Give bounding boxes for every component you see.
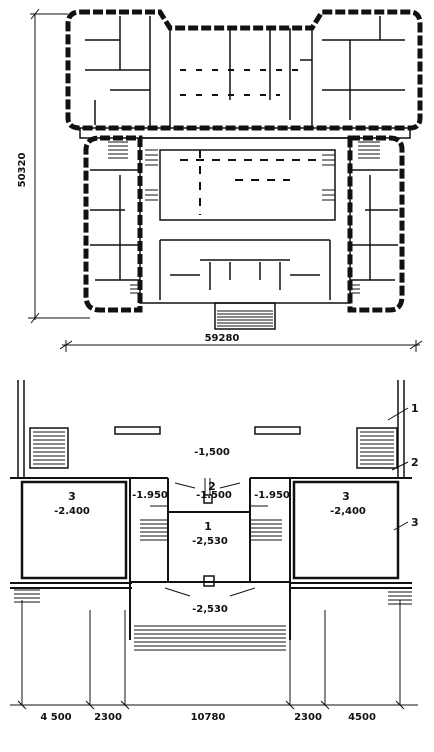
level-hall: -1,500 bbox=[194, 447, 230, 458]
dim-width-label: 59280 bbox=[205, 333, 240, 344]
room-number-center-small: 2 bbox=[208, 480, 216, 493]
main-wall-line bbox=[10, 477, 412, 589]
level-entrance: -2,530 bbox=[192, 604, 228, 615]
left-room bbox=[20, 480, 128, 580]
outer-right-stair-bottom bbox=[388, 587, 412, 605]
central-auditorium bbox=[159, 149, 336, 221]
entrance-steps bbox=[217, 310, 273, 327]
upper-dashed-lines bbox=[180, 69, 300, 96]
dim-line-horizontal bbox=[59, 340, 423, 352]
upper-block-walls bbox=[85, 16, 405, 128]
lower-right-wing-outline bbox=[347, 135, 405, 313]
left-stair-top bbox=[29, 427, 69, 469]
dim-height-label: 50320 bbox=[17, 153, 28, 188]
right-stair-treads bbox=[360, 431, 394, 465]
outer-left-stair-bottom bbox=[14, 589, 40, 603]
wing-walls bbox=[90, 169, 398, 281]
callout-2: 2 bbox=[411, 456, 419, 469]
callout-3: 3 bbox=[411, 516, 419, 529]
left-stair-treads bbox=[33, 431, 65, 465]
level-center-small: -1.500 bbox=[196, 490, 232, 501]
center-left-stair bbox=[140, 505, 168, 541]
bottom-dim-line bbox=[10, 700, 418, 710]
right-window bbox=[254, 426, 301, 435]
right-room bbox=[292, 480, 400, 580]
callout-1: 1 bbox=[411, 402, 419, 415]
entrance-walls bbox=[129, 540, 291, 640]
dim-line-vertical bbox=[28, 8, 90, 324]
outer-walls-top bbox=[17, 380, 405, 478]
level-left-room: -2.400 bbox=[54, 506, 90, 517]
right-stair-top bbox=[356, 427, 398, 469]
room-number-left: 3 bbox=[68, 490, 76, 503]
center-right-stair bbox=[250, 505, 282, 541]
left-window bbox=[114, 426, 161, 435]
bottom-dim-1: 4 500 bbox=[40, 712, 71, 723]
room-number-center: 1 bbox=[204, 520, 212, 533]
entrance-porch bbox=[214, 302, 276, 330]
bottom-dim-2: 2300 bbox=[94, 712, 122, 723]
room-number-right: 3 bbox=[342, 490, 350, 503]
callout-leaders bbox=[387, 407, 409, 531]
foyer-pillar bbox=[203, 494, 213, 504]
bottom-dim-5: 4500 bbox=[348, 712, 376, 723]
bottom-dim-ticks bbox=[21, 600, 401, 705]
bottom-dim-4: 2300 bbox=[294, 712, 322, 723]
central-dashed bbox=[180, 150, 320, 215]
level-center-room: -2,530 bbox=[192, 536, 228, 547]
bottom-dim-3: 10780 bbox=[191, 712, 226, 723]
level-left-side-stair: -1.950 bbox=[132, 490, 168, 501]
level-right-side-stair: -1.950 bbox=[254, 490, 290, 501]
bottom-floor-plan bbox=[10, 380, 418, 710]
stair-hatches bbox=[108, 141, 380, 294]
center-room bbox=[167, 511, 251, 583]
level-right-room: -2,400 bbox=[330, 506, 366, 517]
entrance-pillar bbox=[203, 575, 215, 587]
lower-block-outline bbox=[83, 135, 143, 313]
entrance-stair-treads bbox=[134, 625, 286, 651]
foyer-door-arcs bbox=[174, 478, 241, 495]
entrance-door-lines bbox=[164, 587, 256, 597]
top-floor-plan bbox=[28, 8, 423, 352]
upper-block-outline bbox=[65, 9, 423, 131]
lower-center-walls bbox=[159, 239, 331, 300]
